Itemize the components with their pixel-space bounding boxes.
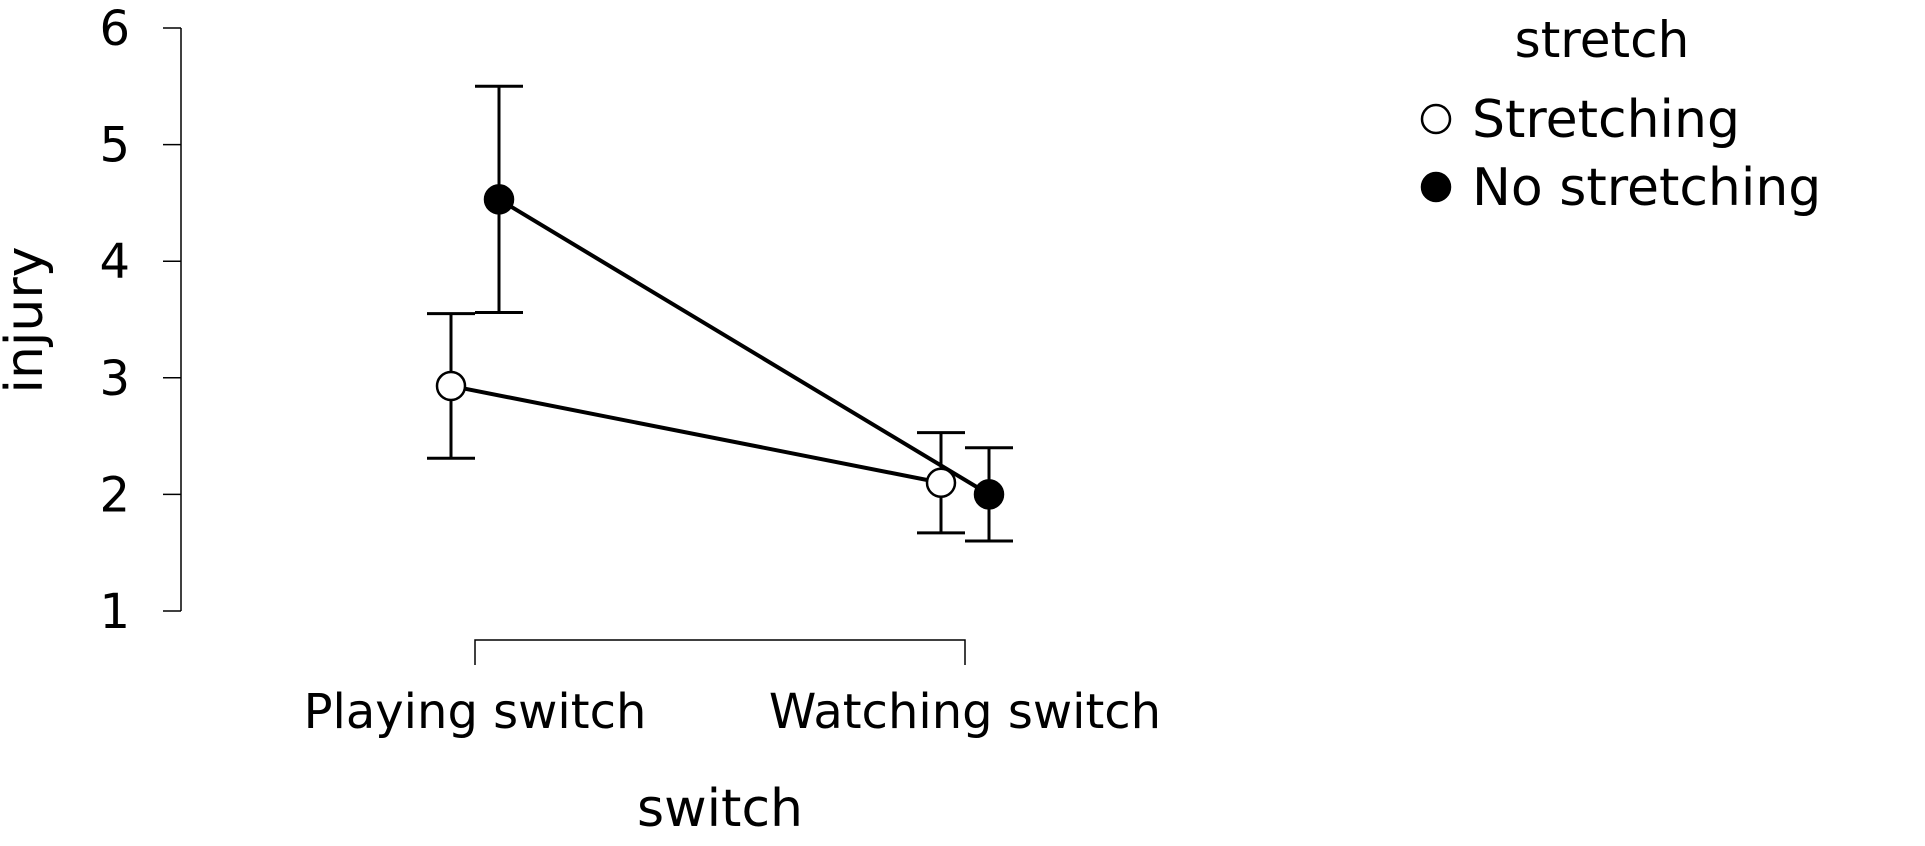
x-axis-line <box>474 639 966 665</box>
y-ticks: 1 2 3 4 5 6 <box>99 1 181 640</box>
point-stretching-1 <box>925 467 957 498</box>
legend-title: stretch <box>1515 11 1690 69</box>
legend: stretch Stretching No stretching <box>1420 11 1821 218</box>
legend-marker-no-stretching <box>1420 171 1452 203</box>
y-axis-title: injury <box>0 247 55 394</box>
x-tick-label-watching-switch: Watching switch <box>769 684 1161 740</box>
x-axis-title: switch <box>637 779 803 839</box>
x-axis: Playing switch Watching switch <box>304 639 1161 740</box>
y-tick-label-4: 4 <box>99 234 130 290</box>
legend-label-stretching: Stretching <box>1472 90 1740 150</box>
x-tick-label-playing-switch: Playing switch <box>304 684 647 740</box>
legend-label-no-stretching: No stretching <box>1472 158 1821 218</box>
y-axis: 1 2 3 4 5 6 <box>99 1 182 640</box>
y-tick-label-3: 3 <box>99 351 130 407</box>
line-stretching <box>450 383 942 485</box>
legend-marker-stretching <box>1420 103 1452 135</box>
point-stretching-0 <box>435 370 467 402</box>
line-no-stretching <box>497 197 991 497</box>
y-tick-label-1: 1 <box>99 584 130 640</box>
y-tick-label-5: 5 <box>99 118 130 174</box>
y-tick-label-2: 2 <box>99 467 130 523</box>
point-no-stretching-0 <box>483 184 515 215</box>
data-points <box>435 184 1005 510</box>
y-tick-label-6: 6 <box>99 1 130 57</box>
point-no-stretching-1 <box>973 479 1005 510</box>
error-bars <box>427 84 1013 543</box>
series-lines <box>450 197 991 497</box>
